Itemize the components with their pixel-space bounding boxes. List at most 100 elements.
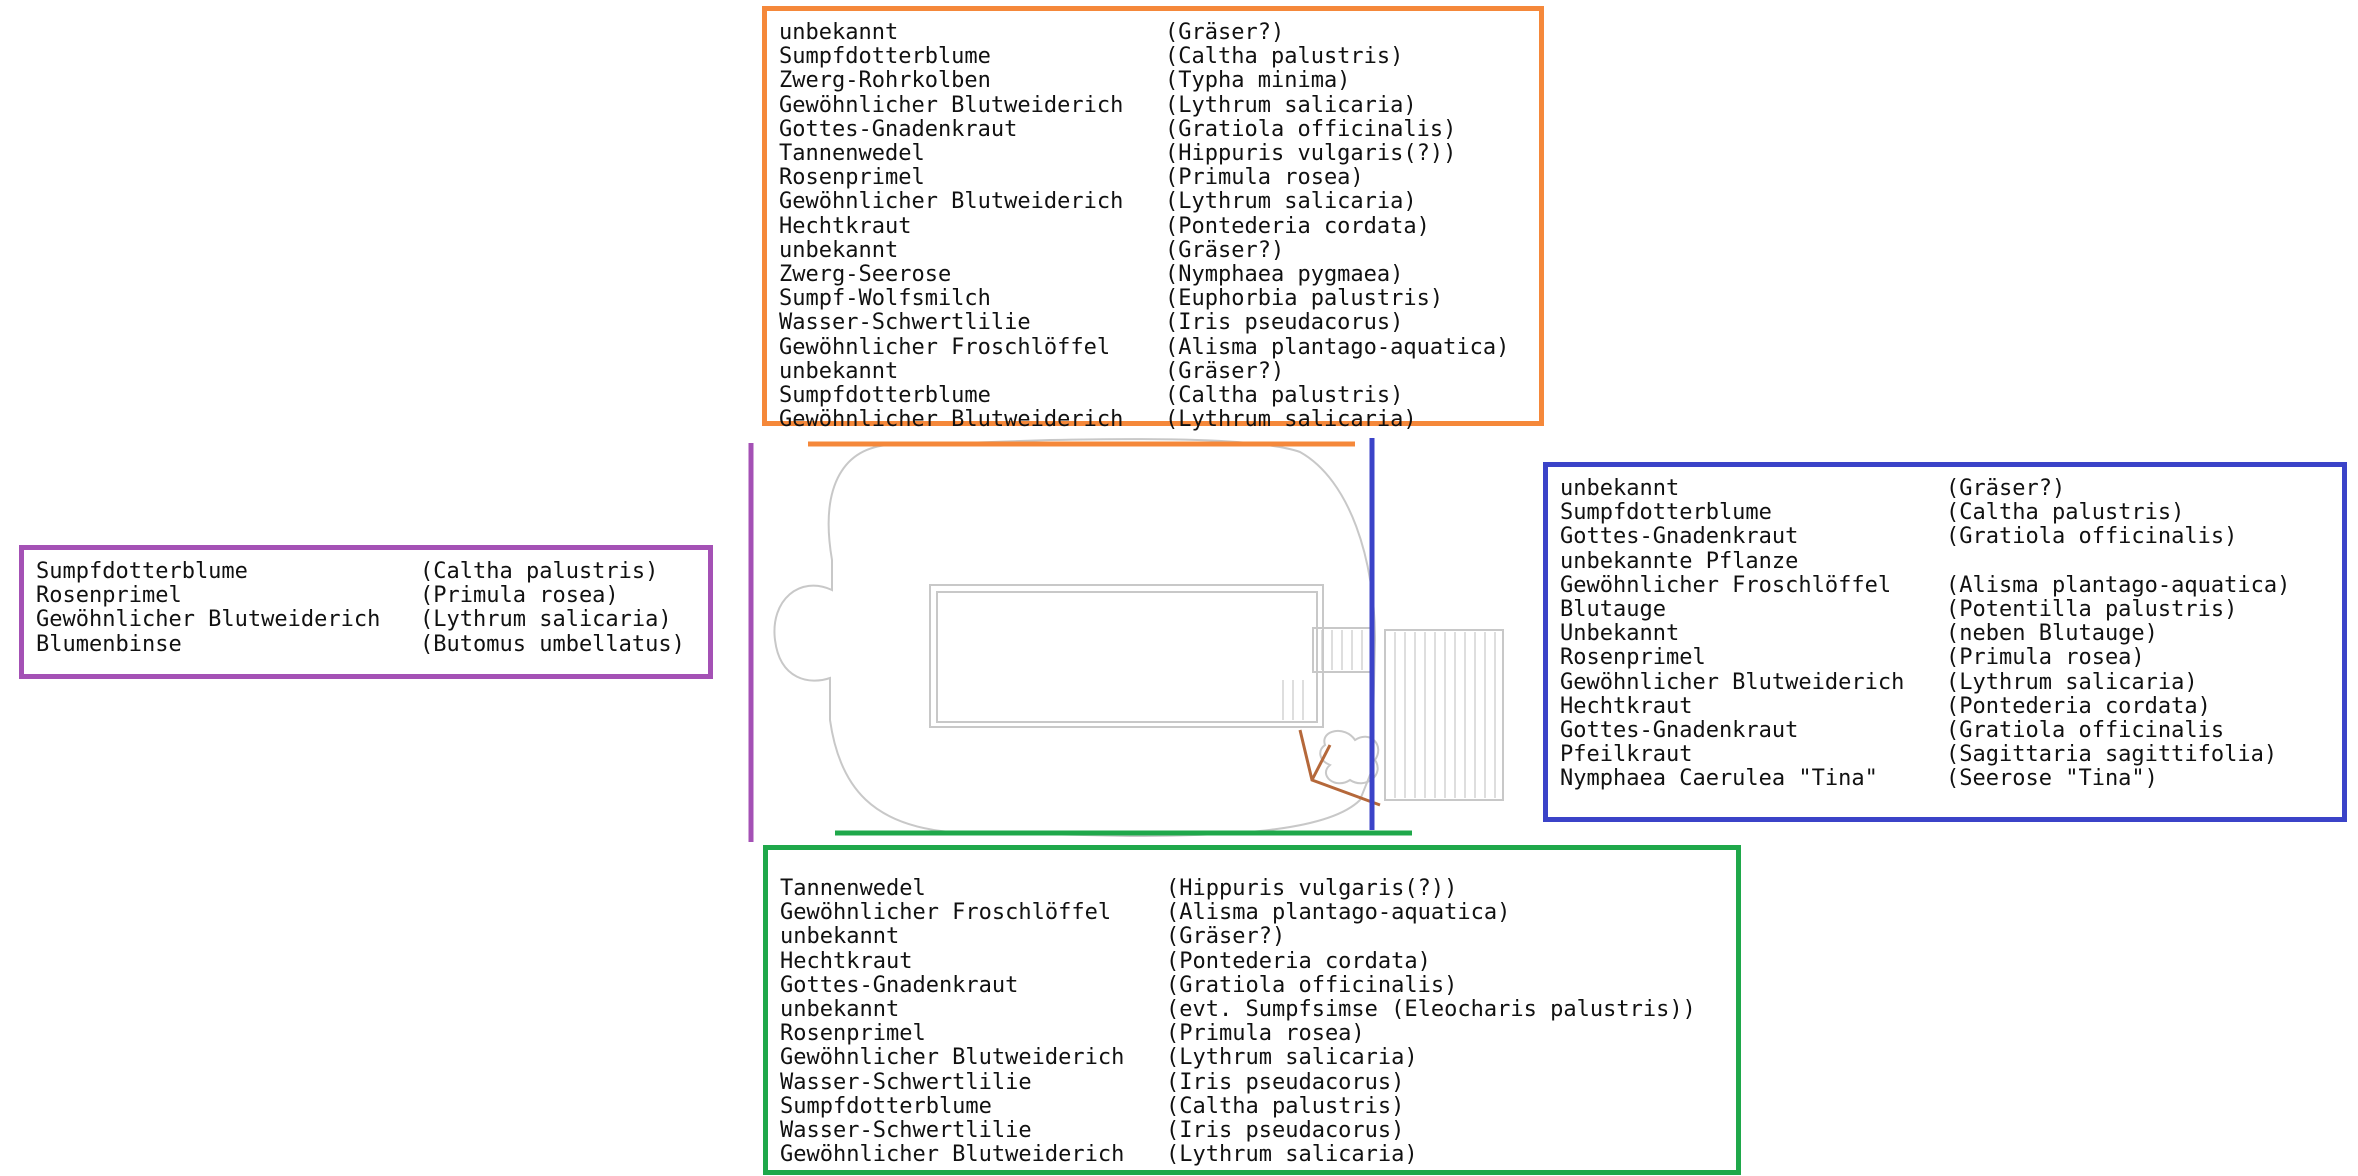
plant-row: Tannenwedel(Hippuris vulgaris(?)): [780, 876, 1736, 901]
plant-common-name: Nymphaea Caerulea "Tina": [1560, 766, 1878, 792]
plant-common-name: Hechtkraut: [780, 948, 913, 974]
plant-latin-name: (Alisma plantago-aquatica): [1166, 900, 1511, 926]
plant-common-name: Gewöhnlicher Blutweiderich: [780, 1142, 1125, 1168]
plant-common-name: Gewöhnlicher Blutweiderich: [779, 92, 1124, 118]
plant-row: unbekannte Pflanze: [1560, 548, 2342, 574]
plant-latin-name: (Nymphaea pygmaea): [1165, 262, 1404, 288]
plant-latin-name: (neben Blutauge): [1946, 621, 2158, 647]
plant-common-name: Rosenprimel: [1560, 645, 1706, 671]
plant-latin-name: (Caltha palustris): [1165, 44, 1404, 70]
plant-common-name: Gewöhnlicher Froschlöffel: [1560, 572, 1892, 598]
plant-latin-name: (Euphorbia palustris): [1165, 286, 1444, 312]
plant-row: Gewöhnlicher Blutweiderich (Lythrum salic…: [779, 92, 1539, 118]
plant-latin-name: (Hippuris vulgaris(?)): [1166, 876, 1458, 901]
plant-latin-name: (Caltha palustris): [420, 559, 659, 584]
plant-row: Zwerg-Seerose (Nymphaea pygmaea): [779, 262, 1539, 288]
plant-row: Sumpfdotterblume(Caltha palustris): [780, 1093, 1736, 1119]
plant-row: Pfeilkraut(Sagittaria sagittifolia): [1560, 743, 2342, 767]
plant-latin-name: (Gräser?): [1166, 924, 1286, 950]
plant-common-name: Wasser-Schwertlilie: [780, 1069, 1032, 1095]
pond-shore-outline: [773, 438, 1377, 838]
plant-common-name: Pfeilkraut: [1560, 742, 1693, 768]
plant-latin-name: (Pontederia cordata): [1946, 693, 2211, 719]
plant-common-name: unbekannte Pflanze: [1560, 548, 1799, 574]
plant-common-name: Sumpfdotterblume: [36, 559, 248, 584]
plant-latin-name: (Gratiola officinalis): [1946, 524, 2238, 550]
plant-latin-name: (Iris pseudacorus): [1165, 310, 1404, 336]
plant-row: unbekannt(Gräser?): [1560, 476, 2342, 501]
plant-list-top: unbekannt(Gräser?)Sumpfdotterblume(Calth…: [762, 6, 1544, 432]
plant-latin-name: (Lythrum salicaria): [1166, 1142, 1418, 1168]
plant-latin-name: (Gratiola officinalis): [1166, 972, 1458, 998]
plant-common-name: Gottes-Gnadenkraut: [779, 116, 1018, 142]
plant-latin-name: (Butomus umbellatus): [420, 631, 685, 657]
plant-latin-name: (Gratiola officinalis: [1946, 718, 2225, 744]
plant-row: Blumenbinse(Butomus umbellatus): [36, 631, 708, 657]
plant-list-bottom: Tannenwedel(Hippuris vulgaris(?)) Gewöhnl…: [763, 845, 1741, 1175]
plant-latin-name: (Caltha palustris): [1946, 500, 2185, 526]
plant-latin-name: (Lythrum salicaria): [1946, 669, 2198, 695]
plant-latin-name: (Primula rosea): [1166, 1021, 1365, 1047]
plant-common-name: Gottes-Gnadenkraut: [780, 972, 1019, 998]
plant-list-left: Sumpfdotterblume (Caltha palustris)Rosenp…: [19, 545, 713, 679]
plant-common-name: unbekannt: [779, 358, 899, 384]
plant-latin-name: (Pontederia cordata): [1166, 948, 1431, 974]
plant-common-name: Zwerg-Rohrkolben: [779, 68, 991, 94]
plant-row: Hechtkraut (Pontederia cordata): [780, 948, 1736, 974]
plant-latin-name: (Pontederia cordata): [1165, 213, 1430, 239]
plant-row: Sumpfdotterblume (Caltha palustris): [779, 383, 1539, 409]
plant-row: Blutauge (Potentilla palustris): [1560, 597, 2342, 623]
plant-common-name: Gewöhnlicher Blutweiderich: [36, 607, 381, 633]
plant-row: Gewöhnlicher Blutweiderich (Lythrum salic…: [36, 608, 708, 632]
plant-latin-name: (Alisma plantago-aquatica): [1165, 334, 1510, 360]
plant-latin-name: (Hippuris vulgaris(?)): [1165, 141, 1457, 167]
plant-latin-name: (Caltha palustris): [1165, 383, 1404, 409]
plant-latin-name: (Primula rosea): [1946, 645, 2145, 671]
plant-common-name: Zwerg-Seerose: [779, 262, 952, 288]
plant-latin-name: (Gräser?): [1165, 358, 1285, 384]
plant-common-name: Gottes-Gnadenkraut: [1560, 524, 1799, 550]
plant-latin-name: (Gräser?): [1165, 20, 1285, 45]
plant-row: Hechtkraut(Pontederia cordata): [779, 213, 1539, 239]
plant-row: Tannenwedel (Hippuris vulgaris(?)): [779, 141, 1539, 167]
plant-common-name: Sumpfdotterblume: [779, 44, 991, 70]
plant-latin-name: (evt. Sumpfsimse (Eleocharis palustris)): [1166, 997, 1696, 1023]
plant-row: Rosenprimel(Primula rosea): [36, 584, 708, 608]
plant-row: Gewöhnlicher Froschlöffel (Alisma plantag…: [1560, 572, 2342, 598]
plant-common-name: Gewöhnlicher Blutweiderich: [1560, 669, 1905, 695]
plant-common-name: unbekannt: [780, 997, 900, 1023]
plant-latin-name: (Primula rosea): [1165, 165, 1364, 191]
plant-common-name: unbekannt: [779, 237, 899, 263]
plant-common-name: Sumpfdotterblume: [780, 1093, 992, 1119]
plant-common-name: Sumpfdotterblume: [779, 383, 991, 409]
plant-latin-name: (Lythrum salicaria): [1165, 92, 1417, 118]
plant-row: Wasser-Schwertlilie(Iris pseudacorus): [779, 311, 1539, 335]
plant-row: Sumpfdotterblume (Caltha palustris): [36, 559, 708, 584]
plant-common-name: Blutauge: [1560, 597, 1666, 623]
plant-latin-name: (Iris pseudacorus): [1166, 1118, 1405, 1144]
plant-row: unbekannt(Gräser?): [779, 237, 1539, 263]
plant-row: Sumpf-Wolfsmilch (Euphorbia palustris): [779, 287, 1539, 311]
dock-planks: [1282, 630, 1496, 798]
plant-common-name: Sumpf-Wolfsmilch: [779, 286, 991, 312]
plant-common-name: unbekannt: [1560, 476, 1680, 501]
plant-common-name: Wasser-Schwertlilie: [780, 1118, 1032, 1144]
plant-common-name: Tannenwedel: [779, 141, 925, 167]
plant-common-name: Sumpfdotterblume: [1560, 500, 1772, 526]
plant-row: unbekannt(Gräser?): [780, 925, 1736, 949]
plant-latin-name: (Lythrum salicaria): [1165, 407, 1417, 433]
plant-row: Nymphaea Caerulea "Tina"(Seerose "Tina"): [1560, 767, 2342, 791]
plant-row: Gottes-Gnadenkraut (Gratiola officinalis): [1560, 525, 2342, 549]
plant-row: Zwerg-Rohrkolben(Typha minima): [779, 69, 1539, 93]
plant-row: Rosenprimel (Primula rosea): [1560, 646, 2342, 670]
bridge-beams: [1298, 729, 1381, 807]
plant-list-right: unbekannt(Gräser?)Sumpfdotterblume (Calth…: [1543, 462, 2347, 822]
plant-latin-name: (Potentilla palustris): [1946, 597, 2238, 623]
plant-row: Gewöhnlicher Blutweiderich(Lythrum salic…: [779, 408, 1539, 432]
plant-latin-name: (Lythrum salicaria): [420, 607, 672, 633]
plant-common-name: Gewöhnlicher Froschlöffel: [779, 334, 1111, 360]
plant-latin-name: (Alisma plantago-aquatica): [1946, 572, 2291, 598]
plant-row: unbekannt (evt. Sumpfsimse (Eleocharis pa…: [780, 997, 1736, 1023]
plant-latin-name: (Primula rosea): [420, 583, 619, 609]
